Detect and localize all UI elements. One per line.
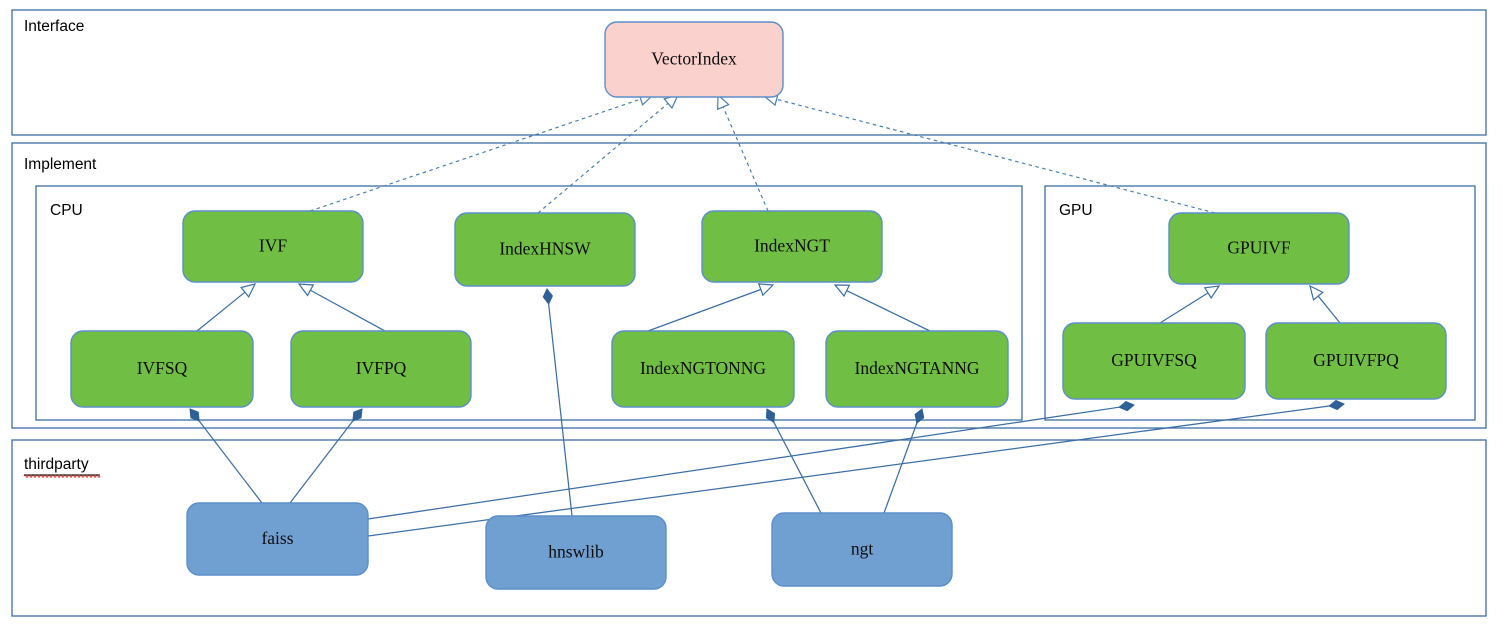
node-ivfsq[interactable]: IVFSQ: [70, 330, 254, 408]
node-ngt[interactable]: ngt: [771, 512, 953, 587]
node-box-ivfsq[interactable]: [70, 330, 254, 408]
container-label-cpu: CPU: [50, 202, 83, 219]
node-box-ivf[interactable]: [182, 210, 364, 283]
node-indexhnsw[interactable]: IndexHNSW: [454, 212, 636, 287]
node-label-hnswlib: hnswlib: [548, 542, 604, 562]
node-box-indexngt[interactable]: [701, 210, 883, 283]
container-label-implement: Implement: [24, 156, 97, 173]
node-label-gpuivf: GPUIVF: [1227, 238, 1290, 258]
node-indexngt[interactable]: IndexNGT: [701, 210, 883, 283]
node-ivf[interactable]: IVF: [182, 210, 364, 283]
node-label-gpuivfpq: GPUIVFPQ: [1313, 350, 1399, 370]
node-box-hnswlib[interactable]: [485, 515, 667, 590]
node-label-indexhnsw: IndexHNSW: [499, 239, 591, 259]
container-thirdparty: thirdparty: [11, 439, 1487, 617]
node-hnswlib[interactable]: hnswlib: [485, 515, 667, 590]
node-label-vectorindex: VectorIndex: [651, 49, 737, 69]
container-label-interface: Interface: [24, 18, 84, 35]
node-box-gpuivfpq[interactable]: [1265, 322, 1447, 400]
node-indexngtonng[interactable]: IndexNGTONNG: [611, 330, 795, 408]
edge-faiss-to-ivfpq: [289, 408, 363, 504]
node-box-indexngtanng[interactable]: [825, 330, 1009, 408]
edge-ngt-to-indexngtanng: [883, 408, 925, 514]
node-label-faiss: faiss: [261, 528, 293, 548]
node-label-ngt: ngt: [851, 539, 874, 559]
edge-indexngtonng-to-indexngt: [647, 283, 775, 332]
node-label-indexngtanng: IndexNGTANNG: [855, 358, 980, 378]
node-label-ivfsq: IVFSQ: [137, 358, 188, 378]
node-box-vectorindex[interactable]: [604, 21, 784, 98]
node-ivfpq[interactable]: IVFPQ: [290, 330, 472, 408]
edge-gpuivf-to-vectorindex: [762, 92, 1216, 214]
node-gpuivfsq[interactable]: GPUIVFSQ: [1062, 322, 1246, 400]
edge-ivf-to-vectorindex: [309, 92, 655, 212]
container-label-gpu: GPU: [1059, 202, 1093, 219]
node-vectorindex[interactable]: VectorIndex: [604, 21, 784, 98]
node-box-gpuivf[interactable]: [1168, 212, 1350, 285]
node-box-indexhnsw[interactable]: [454, 212, 636, 287]
edge-ivfsq-to-ivf: [196, 283, 257, 332]
container-gpu: GPU: [1044, 185, 1476, 421]
node-label-indexngtonng: IndexNGTONNG: [640, 358, 766, 378]
edge-faiss-to-gpuivfsq: [367, 400, 1135, 520]
edge-faiss-to-gpuivfpq: [367, 399, 1345, 537]
node-box-gpuivfsq[interactable]: [1062, 322, 1246, 400]
node-box-indexngtonng[interactable]: [611, 330, 795, 408]
node-gpuivfpq[interactable]: GPUIVFPQ: [1265, 322, 1447, 400]
edge-indexhnsw-to-vectorindex: [537, 94, 680, 214]
node-faiss[interactable]: faiss: [186, 502, 369, 576]
edge-gpuivfsq-to-gpuivf: [1159, 285, 1221, 324]
container-implement: Implement: [11, 142, 1487, 429]
edge-faiss-to-ivfsq: [189, 408, 263, 504]
node-label-indexngt: IndexNGT: [754, 236, 830, 256]
node-indexngtanng[interactable]: IndexNGTANNG: [825, 330, 1009, 408]
edge-ngt-to-indexngtonng: [765, 408, 822, 514]
edge-ivfpq-to-ivf: [297, 283, 386, 332]
container-cpu: CPU: [35, 185, 1023, 421]
edge-indexngtanng-to-indexngt: [833, 284, 931, 332]
node-box-faiss[interactable]: [186, 502, 369, 576]
edge-gpuivfpq-to-gpuivf: [1309, 284, 1341, 324]
container-label-thirdparty: thirdparty: [24, 456, 89, 473]
container-interface: Interface: [11, 9, 1487, 136]
node-label-ivf: IVF: [259, 236, 287, 256]
edge-hnswlib-to-indexhnsw: [542, 288, 573, 517]
node-box-ngt[interactable]: [771, 512, 953, 587]
node-box-ivfpq[interactable]: [290, 330, 472, 408]
node-label-ivfpq: IVFPQ: [356, 358, 407, 378]
node-gpuivf[interactable]: GPUIVF: [1168, 212, 1350, 285]
edge-indexngt-to-vectorindex: [717, 93, 769, 212]
edge-group: [189, 92, 1345, 537]
node-label-gpuivfsq: GPUIVFSQ: [1111, 350, 1197, 370]
